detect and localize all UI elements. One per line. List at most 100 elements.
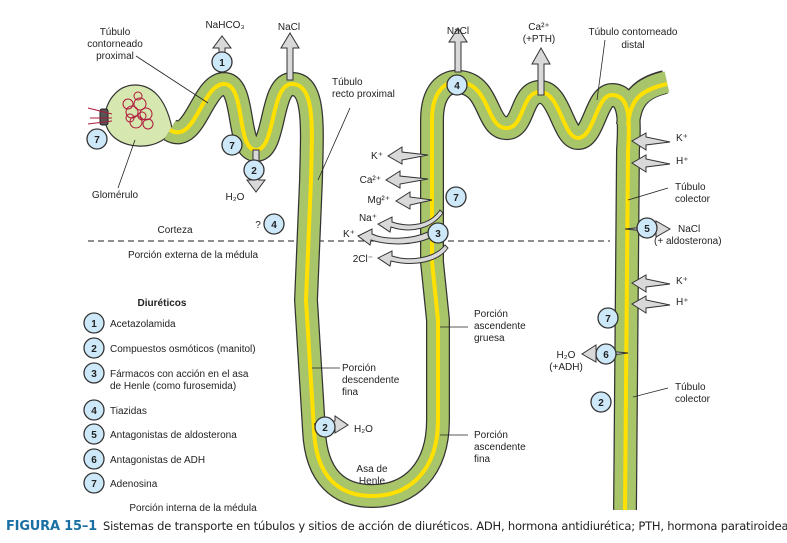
svg-text:Henle: Henle xyxy=(359,476,386,487)
svg-text:2: 2 xyxy=(91,344,97,355)
ion-labels: K⁺ Ca²⁺ Mg²⁺ Na⁺ K⁺ 2Cl⁻ xyxy=(343,151,390,265)
arrow-left-k-2 xyxy=(357,228,431,246)
svg-text:H⁺: H⁺ xyxy=(676,297,689,308)
svg-text:Asa de: Asa de xyxy=(356,464,388,475)
marker-7: 7 xyxy=(86,128,108,150)
legend-item-5: 5 Antagonistas de aldosterona xyxy=(83,423,237,445)
marker-4: 4 xyxy=(263,213,285,235)
svg-text:Túbulo: Túbulo xyxy=(675,182,706,193)
svg-text:4: 4 xyxy=(91,406,97,417)
svg-text:5: 5 xyxy=(644,224,650,235)
legend-item-2: 2 Compuestos osmóticos (manitol) xyxy=(83,337,256,359)
diagram-labels: Túbulo contorneado proximal NaHCO₃ NaCl … xyxy=(87,20,678,514)
svg-text:de Henle (como furosemida): de Henle (como furosemida) xyxy=(110,381,236,392)
arrow-left-mg xyxy=(395,191,433,210)
svg-text:Ca²⁺: Ca²⁺ xyxy=(528,22,549,33)
arrow-in-h-2 xyxy=(631,295,671,314)
arrow-left-2cl xyxy=(377,244,449,267)
svg-text:2Cl⁻: 2Cl⁻ xyxy=(353,254,373,265)
svg-text:6: 6 xyxy=(91,455,97,466)
svg-text:(+PTH): (+PTH) xyxy=(523,34,556,45)
marker-5: 5 xyxy=(636,217,658,239)
svg-text:7: 7 xyxy=(605,314,611,325)
svg-text:Antagonistas de ADH: Antagonistas de ADH xyxy=(110,455,205,466)
svg-text:K⁺: K⁺ xyxy=(676,133,688,144)
marker-4: 4 xyxy=(446,74,468,96)
arrow-in-k xyxy=(631,132,671,151)
arrow-in-k-2 xyxy=(631,274,671,293)
svg-text:H₂O: H₂O xyxy=(226,192,245,203)
glomerulus xyxy=(87,84,173,147)
marker-7: 7 xyxy=(597,307,619,329)
arrow-up-nacl-2 xyxy=(448,27,468,73)
svg-text:1: 1 xyxy=(91,319,97,330)
caption-text: Sistemas de transporte en túbulos y siti… xyxy=(102,519,787,533)
svg-text:Acetazolamida: Acetazolamida xyxy=(110,319,176,330)
arrow-left-ca xyxy=(385,170,429,189)
legend-item-1: 1 Acetazolamida xyxy=(83,312,176,334)
svg-text:Adenosina: Adenosina xyxy=(110,479,158,490)
svg-text:proximal: proximal xyxy=(96,51,134,62)
svg-text:ascendente: ascendente xyxy=(474,442,526,453)
svg-text:Porción: Porción xyxy=(342,363,376,374)
svg-text:3: 3 xyxy=(91,369,97,380)
svg-text:Ca²⁺: Ca²⁺ xyxy=(360,175,381,186)
svg-text:K⁺: K⁺ xyxy=(343,229,355,240)
arrow-left-na xyxy=(377,209,444,233)
marker-2: 2 xyxy=(590,391,612,413)
diagram-labels-left: Túbulo recto proximal K⁺ H⁺ Túbulo colec… xyxy=(332,77,722,465)
svg-text:?: ? xyxy=(255,220,261,231)
svg-text:ascendente: ascendente xyxy=(474,321,526,332)
svg-text:NaCl: NaCl xyxy=(678,224,700,235)
svg-text:3: 3 xyxy=(435,229,441,240)
svg-text:Tiazidas: Tiazidas xyxy=(110,406,147,417)
marker-2: 2 xyxy=(314,416,336,438)
svg-text:7: 7 xyxy=(229,141,235,152)
svg-text:Corteza: Corteza xyxy=(157,225,192,236)
svg-text:descendente: descendente xyxy=(342,375,400,386)
svg-text:5: 5 xyxy=(91,430,97,441)
svg-text:NaHCO₃: NaHCO₃ xyxy=(205,20,244,31)
svg-text:Porción: Porción xyxy=(474,430,508,441)
svg-text:H₂O: H₂O xyxy=(354,424,373,435)
arrow-left-k xyxy=(387,146,429,165)
figure-number: FIGURA 15–1 xyxy=(6,519,97,534)
svg-text:fina: fina xyxy=(342,387,359,398)
svg-text:2: 2 xyxy=(322,423,328,434)
capillary-tuft xyxy=(87,91,154,130)
svg-text:H⁺: H⁺ xyxy=(676,156,689,167)
svg-text:4: 4 xyxy=(454,81,460,92)
svg-text:Compuestos osmóticos (manitol): Compuestos osmóticos (manitol) xyxy=(110,344,256,355)
svg-text:Mg²⁺: Mg²⁺ xyxy=(368,195,391,206)
svg-text:Diuréticos: Diuréticos xyxy=(138,298,187,309)
svg-text:H₂O: H₂O xyxy=(557,350,576,361)
nephron-tubule xyxy=(163,69,670,511)
svg-text:Túbulo contorneado: Túbulo contorneado xyxy=(589,27,678,38)
legend-item-4: 4 Tiazidas xyxy=(83,399,147,421)
svg-text:distal: distal xyxy=(621,40,644,51)
svg-text:4: 4 xyxy=(271,220,277,231)
svg-text:K⁺: K⁺ xyxy=(676,276,688,287)
svg-text:Túbulo: Túbulo xyxy=(675,382,706,393)
svg-text:7: 7 xyxy=(453,193,459,204)
legend-item-6: 6 Antagonistas de ADH xyxy=(83,448,205,470)
svg-text:7: 7 xyxy=(91,479,97,490)
svg-text:2: 2 xyxy=(598,398,604,409)
svg-text:Túbulo: Túbulo xyxy=(100,27,131,38)
svg-text:Porción externa de la médula: Porción externa de la médula xyxy=(128,250,259,261)
svg-text:Fármacos con acción en el asa: Fármacos con acción en el asa xyxy=(110,369,249,380)
svg-text:K⁺: K⁺ xyxy=(371,151,383,162)
svg-text:7: 7 xyxy=(94,135,100,146)
svg-text:1: 1 xyxy=(219,58,225,69)
svg-text:2: 2 xyxy=(251,166,257,177)
svg-text:colector: colector xyxy=(675,394,711,405)
svg-text:Antagonistas de aldosterona: Antagonistas de aldosterona xyxy=(110,430,237,441)
svg-text:recto proximal: recto proximal xyxy=(332,89,395,100)
marker-3: 3 xyxy=(427,222,449,244)
marker-2: 2 xyxy=(243,159,265,181)
arrow-in-h xyxy=(631,154,671,173)
marker-6: 6 xyxy=(595,343,617,365)
svg-text:NaCl: NaCl xyxy=(447,26,469,37)
